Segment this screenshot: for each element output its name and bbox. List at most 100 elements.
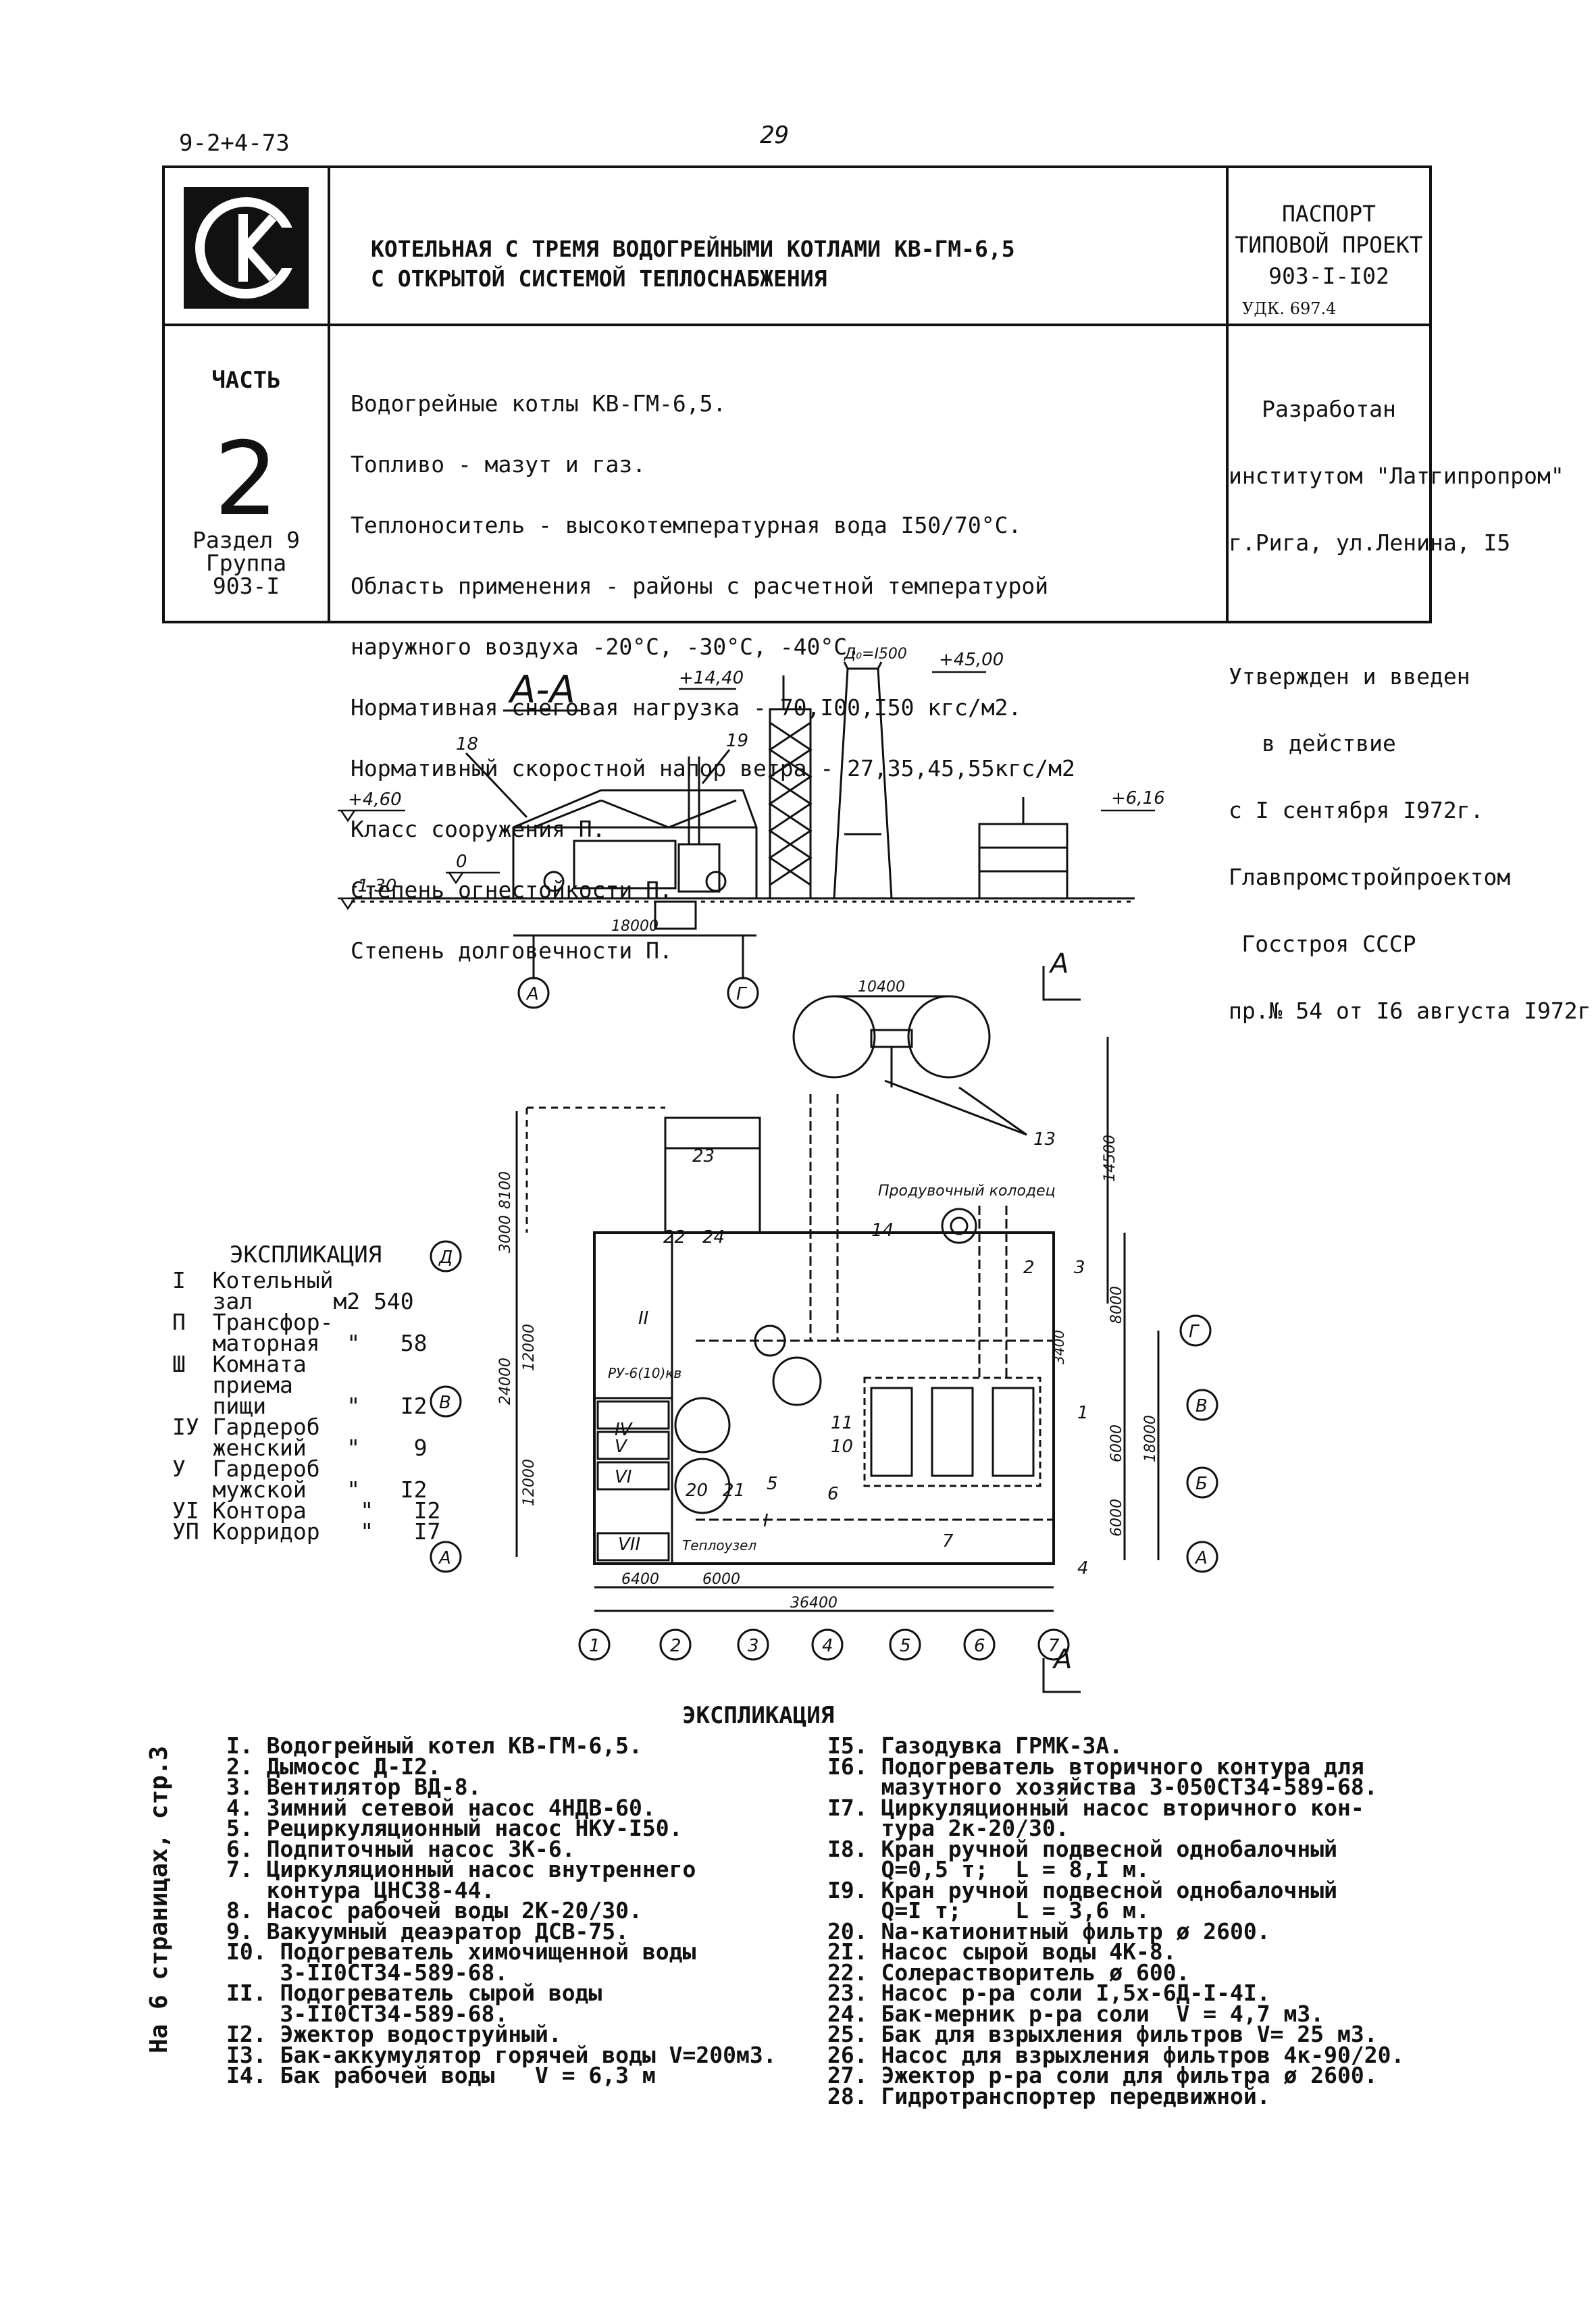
- svg-text:+6,16: +6,16: [1111, 788, 1165, 808]
- room-item: мужской " I2: [212, 1476, 428, 1503]
- spec-line: Водогрейные котлы КВ-ГМ-6,5.: [351, 390, 727, 417]
- svg-text:IV: IV: [615, 1420, 634, 1440]
- svg-text:6: 6: [827, 1484, 839, 1504]
- sk-logo-icon: [195, 197, 297, 299]
- passport-info: ПАСПОРТ ТИПОВОЙ ПРОЕКТ 903-I-I02: [1229, 199, 1429, 292]
- svg-text:20: 20: [686, 1481, 708, 1501]
- group-label: Группа: [205, 550, 287, 576]
- svg-text:3: 3: [1074, 1258, 1085, 1278]
- svg-text:12000: 12000: [521, 1324, 538, 1371]
- equipment-item: II. Подогреватель сырой воды: [226, 1980, 602, 2006]
- spec-line: Теплоноситель - высокотемпературная вода…: [351, 512, 1022, 538]
- spec-line: Нормативная снеговая нагрузка - 70,I00,I…: [351, 694, 1022, 721]
- project-type: ТИПОВОЙ ПРОЕКТ: [1235, 232, 1423, 258]
- svg-text:V: V: [615, 1437, 628, 1457]
- page-number: 29: [760, 122, 790, 149]
- equipment-item: 26. Насос для взрыхления фильтров 4к-90/…: [827, 2041, 1405, 2068]
- svg-text:В: В: [439, 1393, 451, 1413]
- equipment-item: 3-II0СТ34-589-68.: [226, 2000, 509, 2027]
- svg-text:Б: Б: [1195, 1474, 1208, 1494]
- part-cell: ЧАСТЬ 2 Раздел 9 Группа 903-I: [165, 326, 330, 621]
- svg-text:6000: 6000: [702, 1571, 740, 1588]
- equipment-item: 6. Подпиточный насос 3К-6.: [226, 1835, 575, 1862]
- document-code: 9-2+4-73: [179, 130, 290, 157]
- room-item: IУ Гардероб: [172, 1414, 320, 1440]
- spec-line: наружного воздуха -20°С, -30°С, -40°С.: [351, 634, 860, 660]
- equipment-explication-title: ЭКСПЛИКАЦИЯ: [682, 1702, 835, 1729]
- svg-text:5: 5: [767, 1474, 778, 1494]
- project-number: 903-I-I02: [1268, 263, 1389, 289]
- svg-text:18000: 18000: [1142, 1415, 1159, 1462]
- svg-text:А: А: [1048, 948, 1069, 979]
- equipment-item: 3. Вентилятор ВД-8.: [226, 1774, 482, 1800]
- svg-text:5: 5: [900, 1636, 911, 1656]
- equipment-item: 2I. Насос сырой воды 4К-8.: [827, 1938, 1177, 1965]
- svg-text:Г: Г: [1189, 1322, 1200, 1342]
- svg-text:2: 2: [1023, 1258, 1035, 1278]
- svg-text:А: А: [1052, 1644, 1072, 1675]
- project-title: КОТЕЛЬНАЯ С ТРЕМЯ ВОДОГРЕЙНЫМИ КОТЛАМИ К…: [371, 234, 1015, 294]
- equipment-item: тура 2к-20/30.: [827, 1815, 1069, 1841]
- svg-text:+14,40: +14,40: [679, 668, 744, 688]
- room-item: I Котельный: [172, 1267, 334, 1293]
- equipment-item: I9. Кран ручной подвесной однобалочный: [827, 1876, 1337, 1903]
- svg-text:19: 19: [726, 731, 748, 751]
- spec-line: Степень долговечности П.: [351, 937, 673, 964]
- title-cell: КОТЕЛЬНАЯ С ТРЕМЯ ВОДОГРЕЙНЫМИ КОТЛАМИ К…: [330, 168, 1229, 324]
- svg-text:1: 1: [1077, 1403, 1089, 1423]
- svg-text:1: 1: [589, 1636, 600, 1656]
- equipment-item: 9. Вакуумный деаэратор ДСВ-75.: [226, 1918, 629, 1945]
- svg-text:+4,60: +4,60: [348, 790, 402, 810]
- svg-text:6400: 6400: [621, 1571, 659, 1588]
- section-label: Раздел 9: [192, 527, 300, 553]
- equipment-item: 5. Рециркуляционный насос НКУ-I50.: [226, 1815, 683, 1841]
- equipment-item: I2. Эжектор водоструйный.: [226, 2021, 562, 2047]
- svg-text:12000: 12000: [521, 1459, 538, 1506]
- svg-text:Продувочный колодец: Продувочный колодец: [878, 1183, 1056, 1200]
- svg-text:8100: 8100: [497, 1171, 514, 1209]
- equipment-item: I4. Бак рабочей воды V = 6,3 м: [226, 2062, 656, 2088]
- svg-text:А: А: [438, 1548, 451, 1568]
- room-item: УП Корридор " I7: [172, 1518, 441, 1545]
- svg-text:14: 14: [871, 1220, 894, 1241]
- svg-text:А: А: [525, 984, 539, 1004]
- section-label: А-А: [508, 668, 575, 712]
- room-item: пищи " I2: [212, 1393, 428, 1419]
- equipment-item: 28. Гидротранспортер передвижной.: [827, 2082, 1270, 2109]
- page-count-note: На 6 страницах, стр.3: [145, 1745, 173, 2053]
- equipment-item: мазутного хозяйства 3-050СТ34-589-68.: [827, 1774, 1378, 1800]
- equipment-item: I0. Подогреватель химочищенной воды: [226, 1938, 696, 1965]
- svg-text:4: 4: [1077, 1558, 1089, 1578]
- svg-text:2: 2: [670, 1636, 681, 1656]
- equipment-item: 27. Эжектор р-ра соли для фильтра ø 2600…: [827, 2062, 1378, 2088]
- part-label: ЧАСТЬ: [211, 367, 281, 394]
- svg-text:VI: VI: [615, 1467, 632, 1487]
- svg-text:Г: Г: [736, 984, 748, 1004]
- svg-text:4: 4: [822, 1636, 833, 1656]
- room-explication: I Котельный зал м2 540 П Трансфор- матор…: [172, 1267, 441, 1545]
- equipment-item: Q=0,5 т; L = 8,I м.: [827, 1856, 1150, 1882]
- svg-text:3400: 3400: [1051, 1330, 1067, 1364]
- equipment-list-left: I. Водогрейный котел КВ-ГМ-6,5. 2. Дымос…: [226, 1732, 777, 2088]
- room-item: П Трансфор-: [172, 1309, 334, 1335]
- equipment-item: I. Водогрейный котел КВ-ГМ-6,5.: [226, 1732, 642, 1759]
- group-number: 903-I: [212, 573, 280, 599]
- title-line-2: С ОТКРЫТОЙ СИСТЕМОЙ ТЕПЛОСНАБЖЕНИЯ: [371, 265, 827, 292]
- svg-text:10400: 10400: [858, 979, 905, 996]
- equipment-item: 25. Бак для взрыхления фильтров V= 25 м3…: [827, 2021, 1378, 2047]
- equipment-item: контура ЦНС38-44.: [226, 1876, 495, 1903]
- svg-text:7: 7: [942, 1531, 954, 1551]
- equipment-item: 3-II0СТ34-589-68.: [226, 1959, 509, 1986]
- logo-cell: [165, 168, 330, 324]
- svg-text:23: 23: [692, 1146, 715, 1166]
- part-number: 2: [213, 421, 279, 538]
- passport-cell: ПАСПОРТ ТИПОВОЙ ПРОЕКТ 903-I-I02 УДК. 69…: [1229, 168, 1429, 324]
- svg-text:24: 24: [702, 1227, 725, 1248]
- svg-text:+45,00: +45,00: [939, 650, 1004, 670]
- svg-text:6000: 6000: [1108, 1424, 1125, 1462]
- chimney-dim: Д₀=I500: [844, 646, 907, 663]
- svg-text:I: I: [763, 1511, 769, 1531]
- svg-text:II: II: [638, 1308, 648, 1329]
- svg-text:3000: 3000: [497, 1215, 514, 1253]
- udk-code: УДК. 697.4: [1242, 299, 1337, 318]
